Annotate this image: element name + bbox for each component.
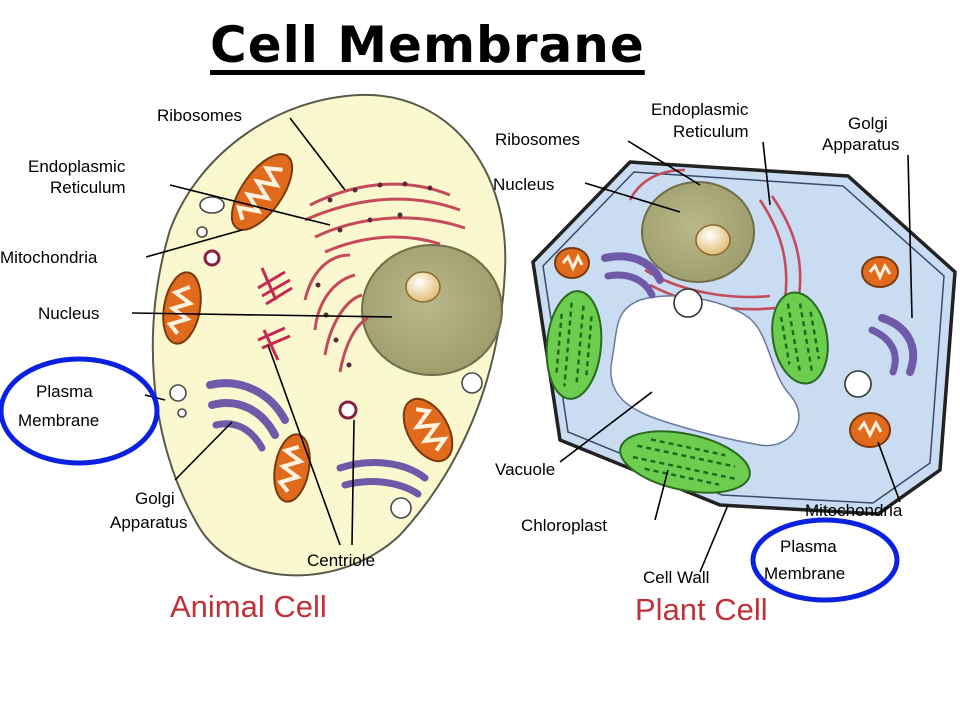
plant-label-golgi-line2: Apparatus	[822, 135, 900, 154]
plant-label-cell-wall: Cell Wall	[643, 568, 709, 587]
plant-cell-caption: Plant Cell	[635, 592, 768, 627]
plant-golgi	[601, 252, 918, 376]
animal-lysosome	[338, 400, 358, 420]
animal-lysosome	[203, 249, 221, 267]
animal-nucleus	[361, 244, 503, 376]
plant-label-er-line1: Endoplasmic	[651, 100, 749, 119]
animal-label-er-line1: Endoplasmic	[28, 157, 126, 176]
animal-membrane-highlight-circle	[0, 356, 160, 466]
plant-nucleus	[641, 181, 755, 283]
animal-label-mitochondria: Mitochondria	[0, 248, 98, 267]
animal-label-membrane-line2: Membrane	[18, 411, 99, 430]
plant-chloroplasts	[545, 290, 829, 494]
plant-mitochondria	[554, 247, 899, 448]
animal-golgi	[206, 379, 429, 498]
animal-mitochondria	[162, 153, 454, 503]
plant-label-mitochondria: Mitochondria	[805, 501, 903, 520]
animal-label-membrane-line1: Plasma	[36, 382, 93, 401]
plant-membrane-highlight-circle	[750, 517, 900, 603]
animal-cell-caption: Animal Cell	[170, 589, 327, 624]
plant-label-golgi-line1: Golgi	[848, 114, 888, 133]
animal-cell: Ribosomes Endoplasmic Reticulum Mitochon…	[0, 93, 507, 624]
animal-centrioles	[257, 267, 293, 361]
plant-label-membrane-line2: Membrane	[764, 564, 845, 583]
animal-label-er-line2: Reticulum	[50, 178, 126, 197]
plant-label-nucleus: Nucleus	[493, 175, 554, 194]
plant-vacuole	[610, 295, 800, 447]
plant-cell: Endoplasmic Reticulum Ribosomes Nucleus …	[493, 100, 957, 627]
animal-vesicles	[169, 196, 483, 519]
animal-endoplasmic-reticulum	[303, 182, 466, 373]
plant-leader-lines	[559, 140, 913, 573]
plant-label-membrane-line1: Plasma	[780, 537, 837, 556]
plant-label-vacuole: Vacuole	[495, 460, 555, 479]
animal-label-golgi-line2: Apparatus	[110, 513, 188, 532]
animal-label-ribosomes: Ribosomes	[157, 106, 242, 125]
animal-leader-lines	[131, 117, 393, 546]
plant-peroxisomes	[673, 288, 872, 398]
plant-label-er-line2: Reticulum	[673, 122, 749, 141]
animal-label-nucleus: Nucleus	[38, 304, 99, 323]
plant-label-ribosomes: Ribosomes	[495, 130, 580, 149]
animal-label-golgi-line1: Golgi	[135, 489, 175, 508]
animal-label-centriole: Centriole	[307, 551, 375, 570]
page-title: Cell Membrane	[210, 16, 645, 74]
plant-label-chloroplast: Chloroplast	[521, 516, 607, 535]
